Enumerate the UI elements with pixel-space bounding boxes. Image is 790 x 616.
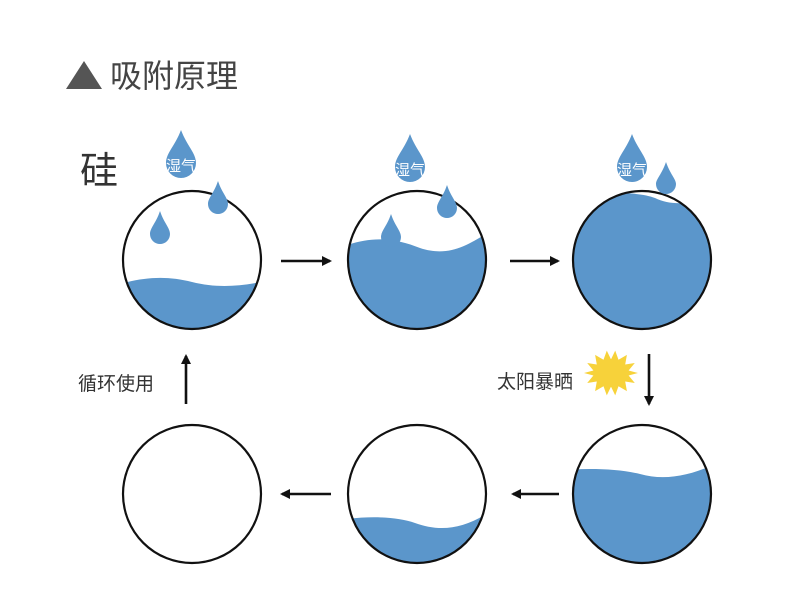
moisture-label-2: 湿气	[395, 161, 425, 179]
stage-6-circle	[121, 423, 263, 565]
reuse-label: 循环使用	[78, 373, 155, 395]
stage-4-circle	[571, 423, 713, 565]
sun-icon	[584, 350, 638, 396]
stage-5-water	[348, 508, 486, 563]
stage-3-water	[573, 192, 711, 329]
moisture-drop-1: 湿气	[166, 130, 196, 178]
stage-2-water	[348, 228, 486, 329]
water-drop-icon	[150, 211, 170, 244]
moisture-drop-3: 湿气	[617, 134, 647, 182]
stage-1-water	[123, 277, 261, 329]
moisture-drop-2: 湿气	[395, 134, 425, 182]
water-drop-icon	[381, 214, 401, 247]
stage-2-circle	[346, 189, 488, 331]
moisture-label-1: 湿气	[166, 157, 196, 175]
stage-4-water	[573, 462, 711, 563]
water-drop-icon	[437, 185, 457, 218]
sun-exposure-label: 太阳暴晒	[497, 371, 574, 393]
moisture-label-3: 湿气	[617, 161, 647, 179]
material-label: 硅	[80, 149, 119, 193]
page-title-text: 吸附原理	[110, 57, 239, 95]
water-drop-icon	[656, 162, 676, 194]
stage-3-circle	[571, 189, 713, 331]
water-drop-icon	[208, 181, 228, 214]
stage-1-circle	[121, 189, 263, 331]
stage-5-circle	[346, 423, 488, 565]
triangle-icon	[66, 61, 102, 89]
page-title: 吸附原理	[66, 56, 238, 96]
